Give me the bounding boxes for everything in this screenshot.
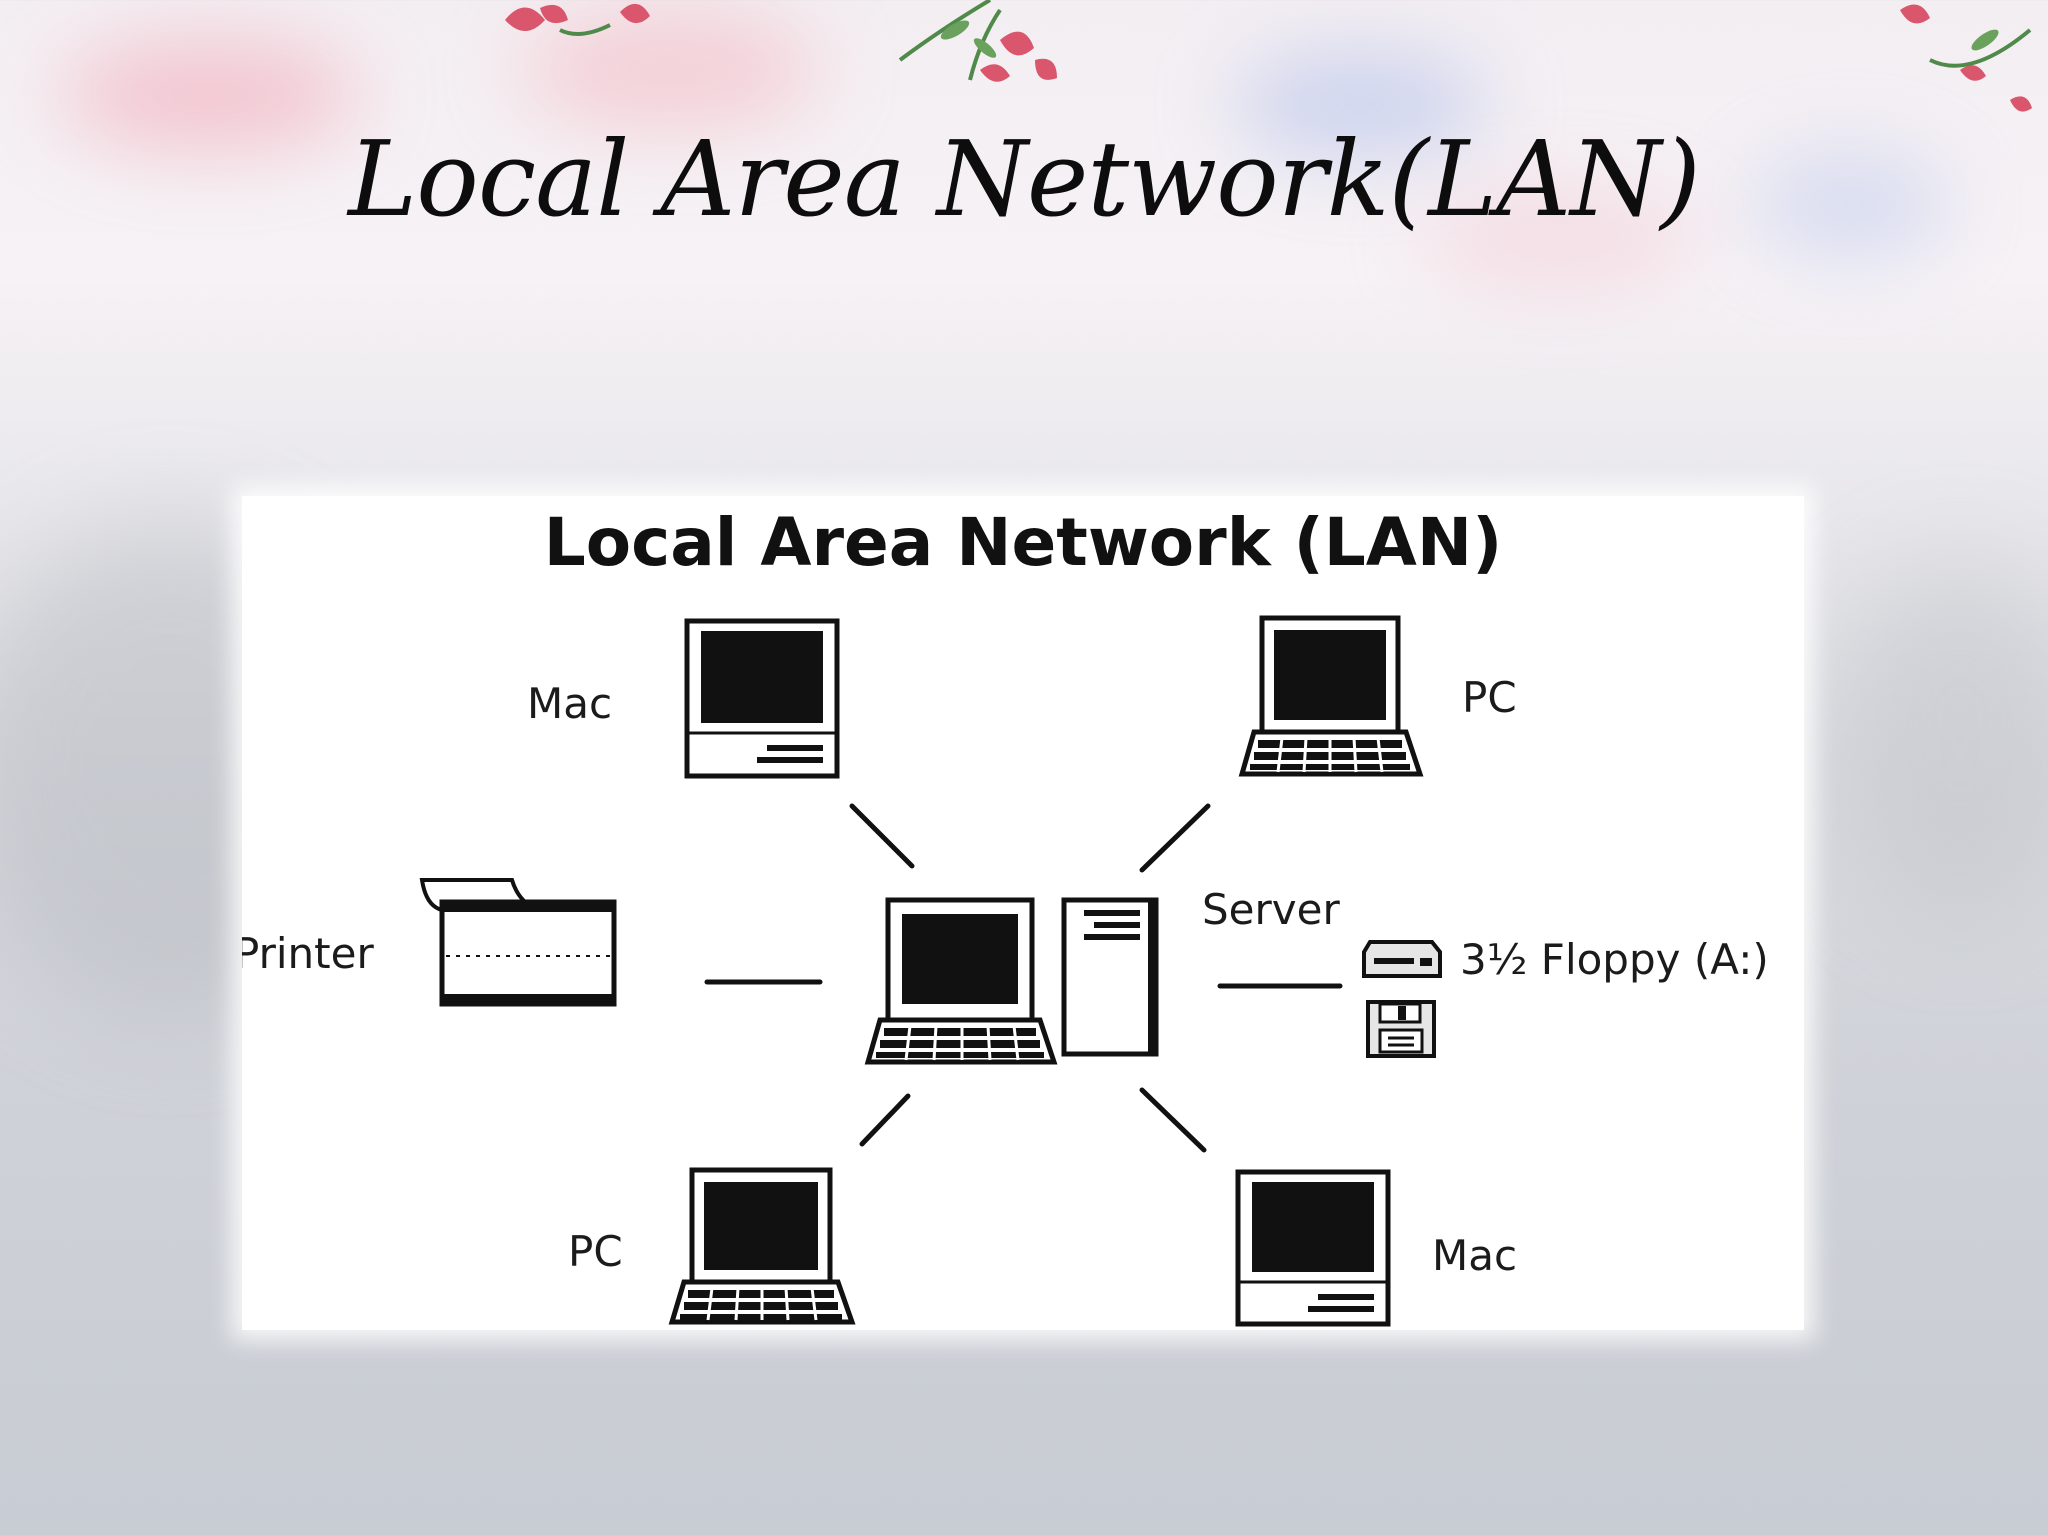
pc-top-label: PC [1462, 673, 1517, 722]
background-blush [60, 40, 360, 150]
slide-title: Local Area Network(LAN) [348, 118, 1701, 240]
floppy-disk-icon [1366, 1000, 1436, 1058]
laptop-pc-icon [1238, 615, 1424, 777]
link-mac-top [849, 803, 915, 869]
laptop-pc-icon [668, 1167, 856, 1325]
floppy-label: 3½ Floppy (A:) [1460, 935, 1769, 984]
link-pc-top [1139, 803, 1211, 873]
background-mist [1830, 560, 2048, 920]
lan-diagram: Mac PC Printer [242, 615, 1769, 1327]
mac-bottom-label: Mac [1432, 1231, 1517, 1280]
mac-top-label: Mac [527, 679, 612, 728]
server-label: Server [1202, 885, 1340, 934]
mac-computer-icon [1235, 1169, 1391, 1327]
mac-computer-icon [684, 618, 840, 779]
pc-bottom-label: PC [568, 1227, 623, 1276]
printer-icon [419, 878, 617, 1007]
link-mac-bottom [1139, 1087, 1207, 1153]
diagram-panel: Local Area Network (LAN) Mac [242, 496, 1804, 1330]
background-blush [1230, 50, 1490, 160]
floppy-drive-icon [1362, 940, 1442, 978]
background-blush [1750, 150, 1950, 260]
server-laptop-icon [864, 897, 1058, 1065]
diagram-title: Local Area Network (LAN) [543, 504, 1503, 581]
link-pc-bottom [859, 1093, 911, 1147]
background-blush [520, 10, 820, 130]
printer-label: Printer [242, 929, 374, 978]
background-blush [1420, 190, 1700, 290]
flower-decoration [505, 0, 2032, 112]
server-tower-icon [1061, 897, 1159, 1057]
